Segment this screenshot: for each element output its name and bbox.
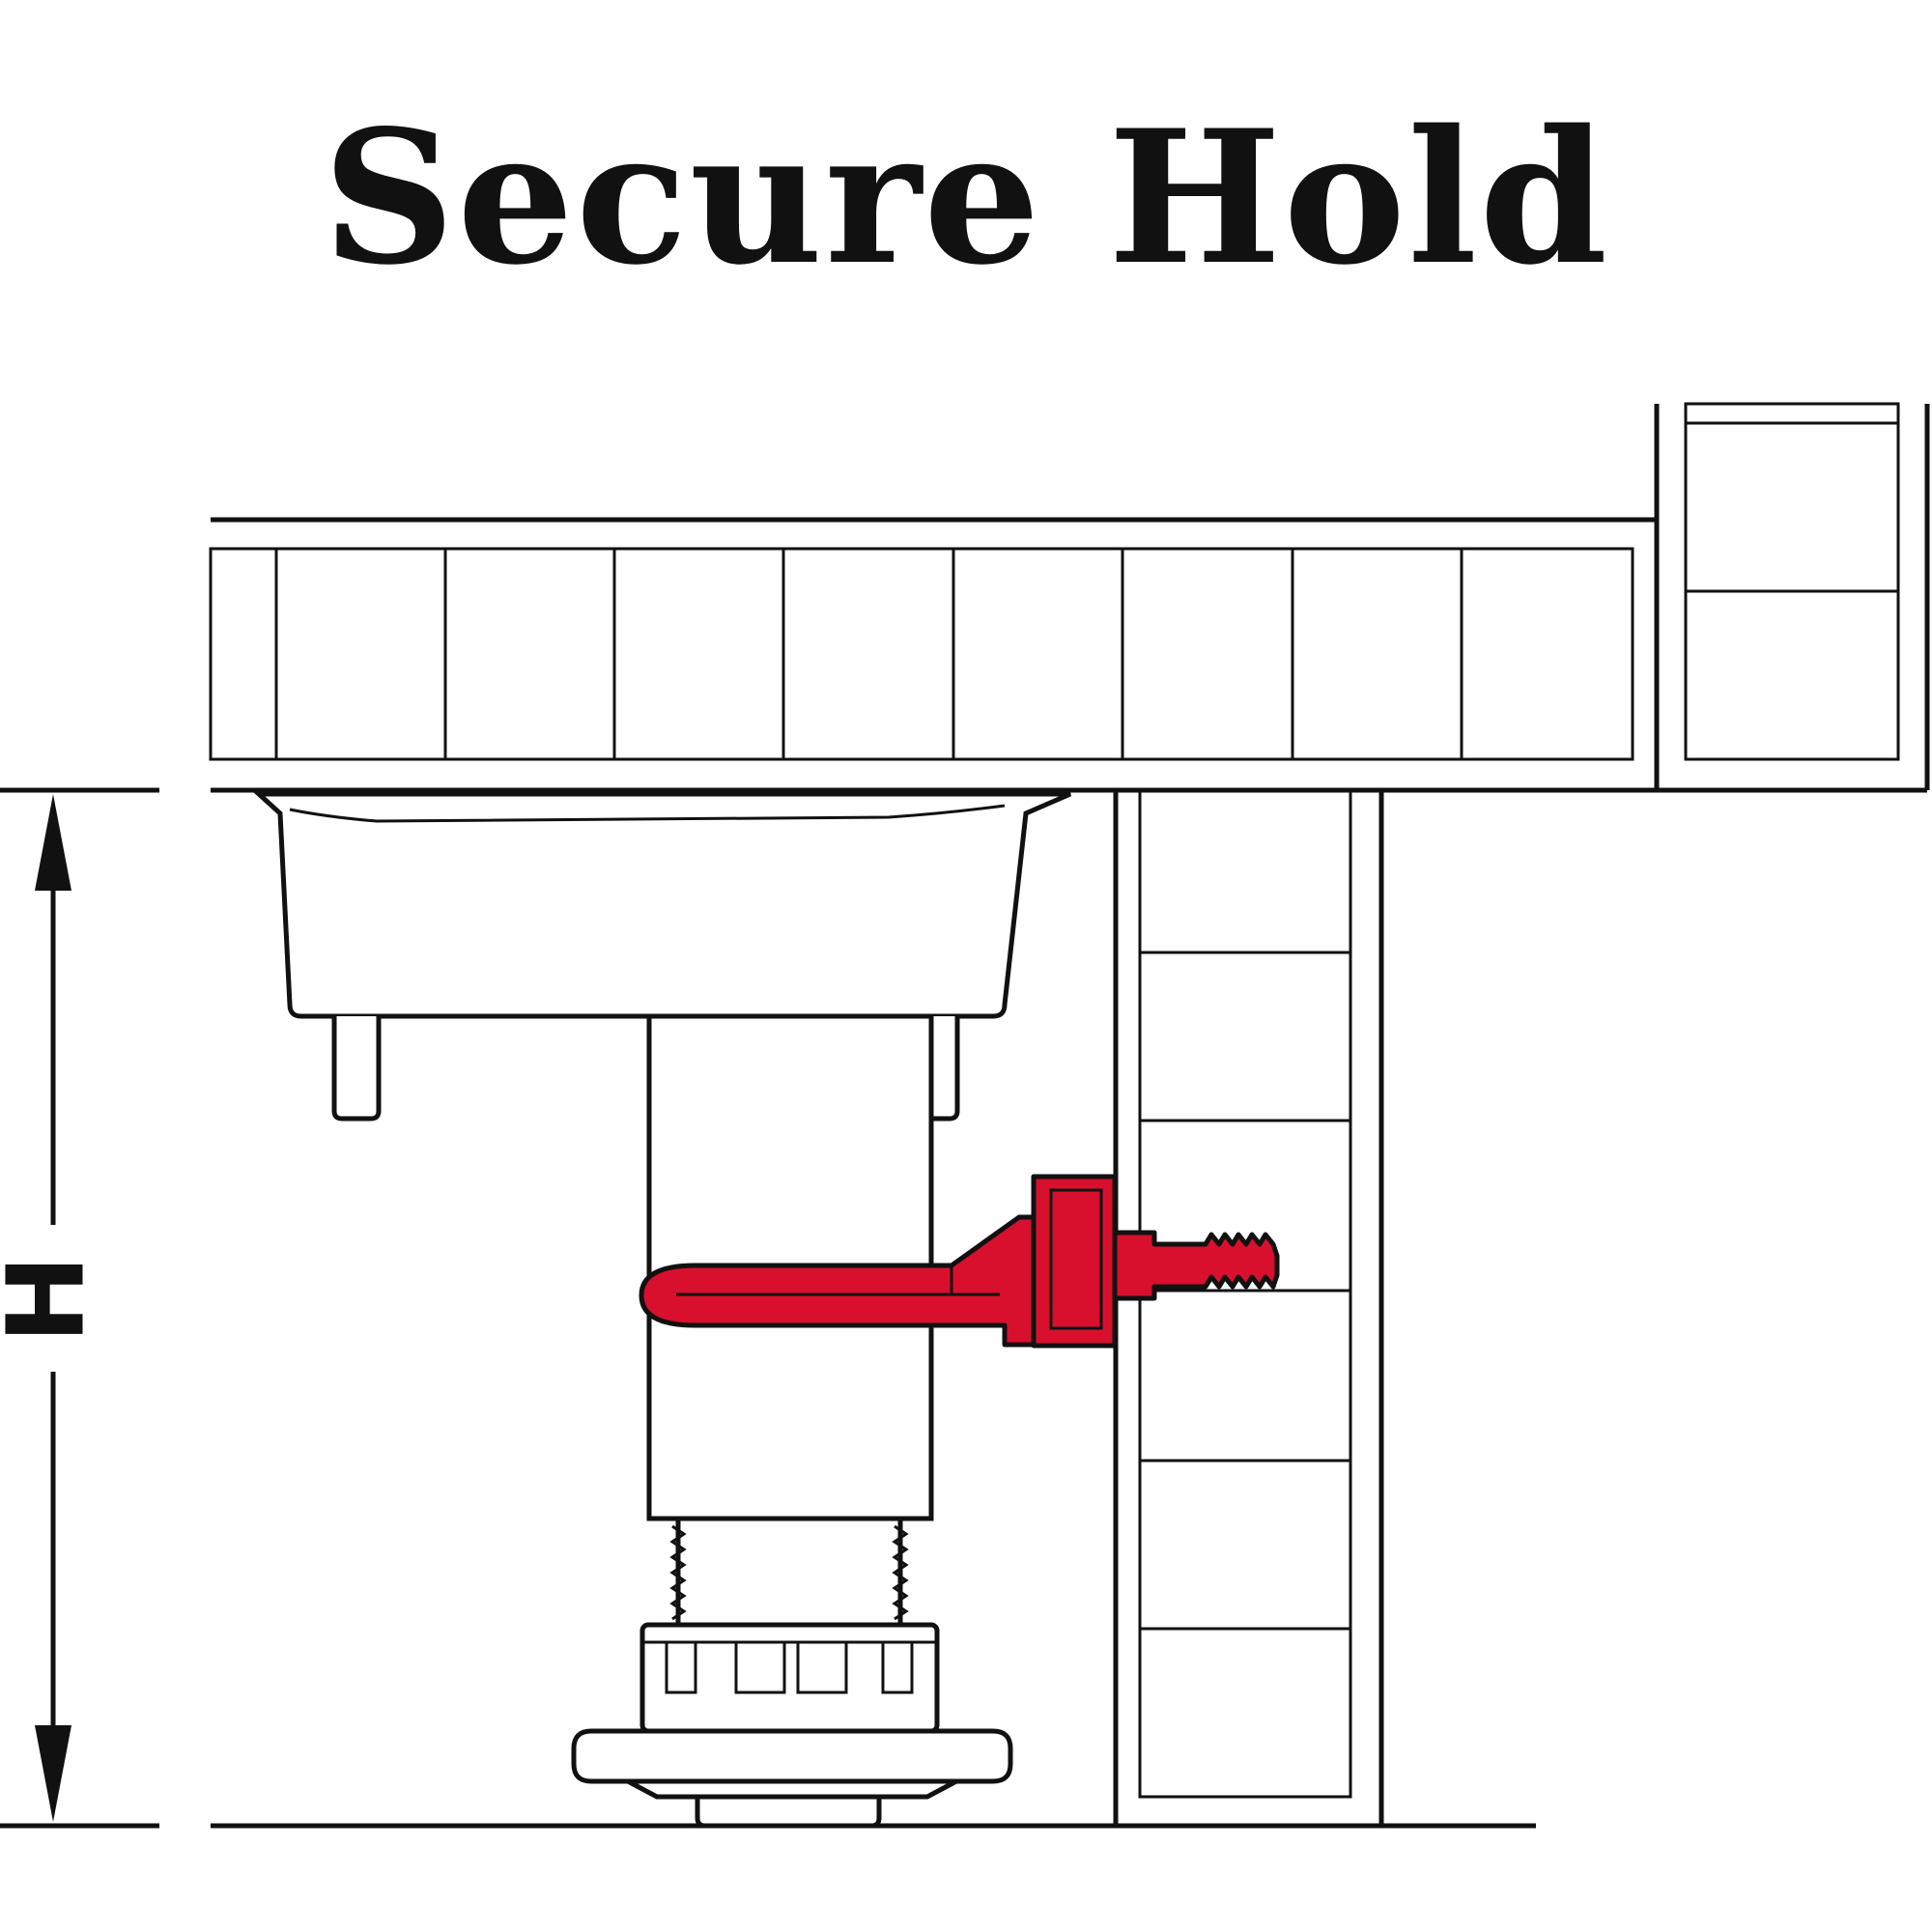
plinth-panel <box>1113 788 1384 1826</box>
dimension-label-h: H <box>0 1255 107 1344</box>
height-dimension: H <box>0 787 159 1829</box>
double-arrow-icon <box>35 794 71 1822</box>
cabinet-side-panel <box>1654 402 1930 793</box>
cabinet-bottom-panel <box>209 517 1660 793</box>
clip-icon <box>639 1174 1280 1349</box>
page-title: Secure Hold <box>322 90 1610 305</box>
